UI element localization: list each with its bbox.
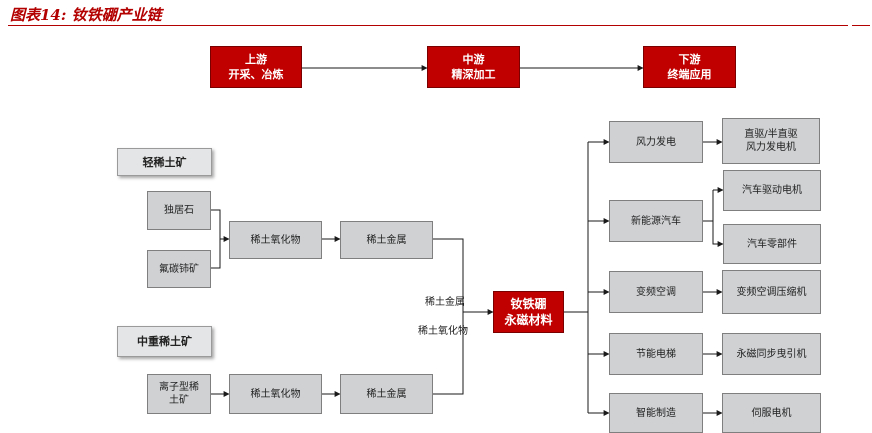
app-smart-manufacturing: 智能制造: [609, 393, 703, 433]
stage-upstream: 上游开采、冶炼: [210, 46, 302, 88]
app-energy-saving-elevator: 节能电梯: [609, 333, 703, 375]
heavy-rare-earth-category: 中重稀土矿: [117, 326, 212, 357]
light-metal-box: 稀土金属: [340, 221, 433, 259]
output-inverter-compressor: 变频空调压缩机: [722, 270, 821, 314]
ore-monazite: 独居石: [147, 191, 211, 230]
heavy-metal-box: 稀土金属: [340, 374, 433, 414]
stage-midstream: 中游精深加工: [427, 46, 520, 88]
heavy-oxide-box: 稀土氧化物: [229, 374, 322, 414]
output-wind-generator: 直驱/半直驱 风力发电机: [722, 118, 820, 164]
stage-upstream-label: 上游开采、冶炼: [228, 53, 284, 81]
heavy-metal-to-core: [433, 312, 464, 395]
input-label-metal: 稀土金属: [425, 297, 465, 308]
input-label-oxide: 稀土氧化物: [418, 326, 468, 337]
stage-downstream: 下游终端应用: [643, 46, 736, 88]
stage-midstream-label: 中游精深加工: [451, 53, 496, 81]
app-new-energy-vehicle: 新能源汽车: [609, 200, 703, 242]
output-pm-traction-machine: 永磁同步曳引机: [722, 333, 821, 375]
light-oxide-box: 稀土氧化物: [229, 221, 322, 259]
output-vehicle-drive-motor: 汽车驱动电机: [723, 170, 821, 211]
light-rare-earth-category: 轻稀土矿: [117, 148, 212, 176]
stage-downstream-label: 下游终端应用: [667, 53, 712, 81]
ore-ionic-clay: 离子型稀 土矿: [147, 374, 211, 414]
ev-split-2: [712, 221, 724, 247]
light-metal-to-core: [433, 238, 464, 312]
output-servo-motor: 伺服电机: [722, 393, 821, 433]
figure-title: 图表14: 钕铁硼产业链: [10, 6, 162, 24]
title-underline: [8, 25, 848, 26]
ndfeb-magnet-core: 钕铁硼 永磁材料: [493, 291, 564, 333]
app-wind-power: 风力发电: [609, 121, 703, 163]
light-ore-merge: [211, 209, 221, 269]
title-underline-tail: [852, 25, 870, 26]
output-vehicle-parts: 汽车零部件: [723, 224, 821, 264]
ore-bastnaesite: 氟碳铈矿: [147, 250, 211, 288]
app-inverter-ac: 变频空调: [609, 271, 703, 313]
ev-split: [703, 190, 714, 222]
